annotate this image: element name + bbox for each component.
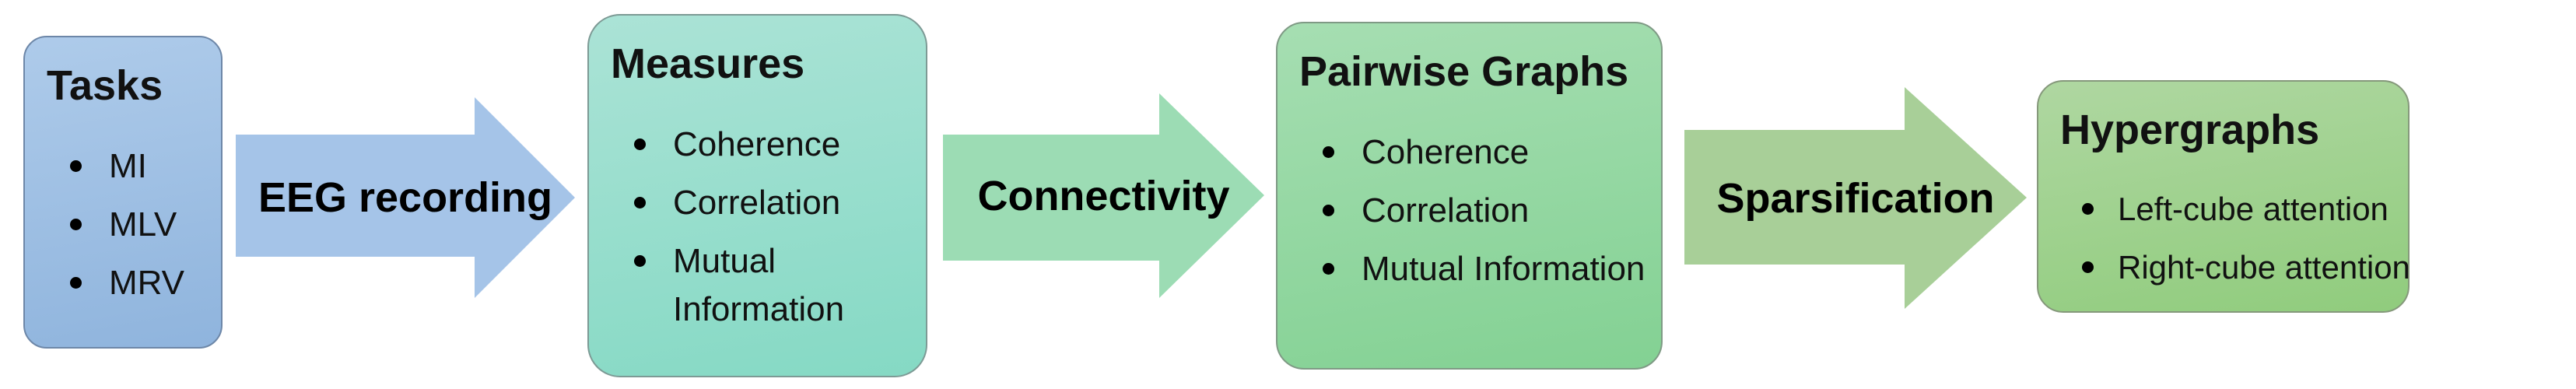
- box-hypergraphs: Hypergraphs Left-cube attention Right-cu…: [2037, 80, 2410, 313]
- list-item: MRV: [70, 259, 209, 307]
- right-arrow-shape: [236, 97, 575, 298]
- list-item: Right-cube attention: [2082, 244, 2410, 292]
- list-item-label: Correlation: [673, 183, 841, 222]
- right-arrow-icon: [1684, 87, 2027, 309]
- list-item: MI: [70, 142, 209, 191]
- list-item: Correlation: [634, 179, 913, 227]
- list-item-label: Coherence: [1362, 132, 1530, 171]
- right-arrow-shape: [943, 93, 1264, 298]
- arrow-label: EEG recording: [258, 174, 553, 221]
- arrow-label: Connectivity: [977, 172, 1230, 219]
- list-item-label: Left-cube attention: [2118, 190, 2388, 227]
- bullet-dot-icon: [70, 218, 82, 230]
- list-item-label: Mutual Information: [1362, 249, 1645, 288]
- list-item: Coherence: [1323, 128, 1649, 177]
- right-arrow-icon: [943, 93, 1264, 298]
- box-measures-list: Coherence Correlation Mutual Information: [611, 121, 913, 334]
- list-item-label: MI: [109, 146, 147, 185]
- list-item-label: Correlation: [1362, 191, 1530, 230]
- arrow-eeg-recording: EEG recording: [236, 97, 575, 298]
- bullet-dot-icon: [1323, 145, 1334, 158]
- box-pairwise-graphs-list: Coherence Correlation Mutual Information: [1299, 128, 1649, 293]
- list-item-label: Coherence: [673, 124, 841, 163]
- box-tasks: Tasks MI MLV MRV: [23, 36, 223, 349]
- bullet-dot-icon: [70, 159, 82, 172]
- box-tasks-list: MI MLV MRV: [47, 142, 209, 307]
- list-item: Mutual Information: [634, 237, 913, 334]
- box-hypergraphs-list: Left-cube attention Right-cube attention: [2060, 185, 2410, 292]
- box-pairwise-graphs: Pairwise Graphs Coherence Correlation Mu…: [1276, 22, 1663, 370]
- list-item: Mutual Information: [1323, 245, 1649, 293]
- list-item: Coherence: [634, 121, 913, 169]
- bullet-dot-icon: [634, 254, 646, 267]
- right-arrow-shape: [1684, 87, 2027, 309]
- list-item-label: Right-cube attention: [2118, 248, 2410, 286]
- list-item-label: MRV: [109, 263, 184, 302]
- bullet-dot-icon: [2082, 202, 2094, 215]
- box-hypergraphs-title: Hypergraphs: [2060, 107, 2320, 153]
- list-item: MLV: [70, 201, 209, 249]
- arrow-connectivity: Connectivity: [943, 93, 1264, 298]
- list-item-label: Mutual Information: [673, 241, 845, 328]
- list-item: Left-cube attention: [2082, 185, 2396, 233]
- bullet-dot-icon: [70, 276, 82, 289]
- bullet-dot-icon: [1323, 262, 1334, 275]
- box-tasks-title: Tasks: [47, 62, 163, 109]
- bullet-dot-icon: [634, 138, 646, 150]
- arrow-sparsification: Sparsification: [1684, 87, 2027, 309]
- box-measures-title: Measures: [611, 40, 805, 87]
- bullet-dot-icon: [1323, 204, 1334, 216]
- box-measures: Measures Coherence Correlation Mutual In…: [587, 14, 927, 377]
- bullet-dot-icon: [634, 196, 646, 209]
- list-item: Correlation: [1323, 187, 1649, 235]
- box-pairwise-graphs-title: Pairwise Graphs: [1299, 48, 1629, 95]
- bullet-dot-icon: [2082, 261, 2094, 273]
- right-arrow-icon: [236, 97, 575, 298]
- list-item-label: MLV: [109, 205, 177, 244]
- arrow-label: Sparsification: [1716, 174, 1995, 222]
